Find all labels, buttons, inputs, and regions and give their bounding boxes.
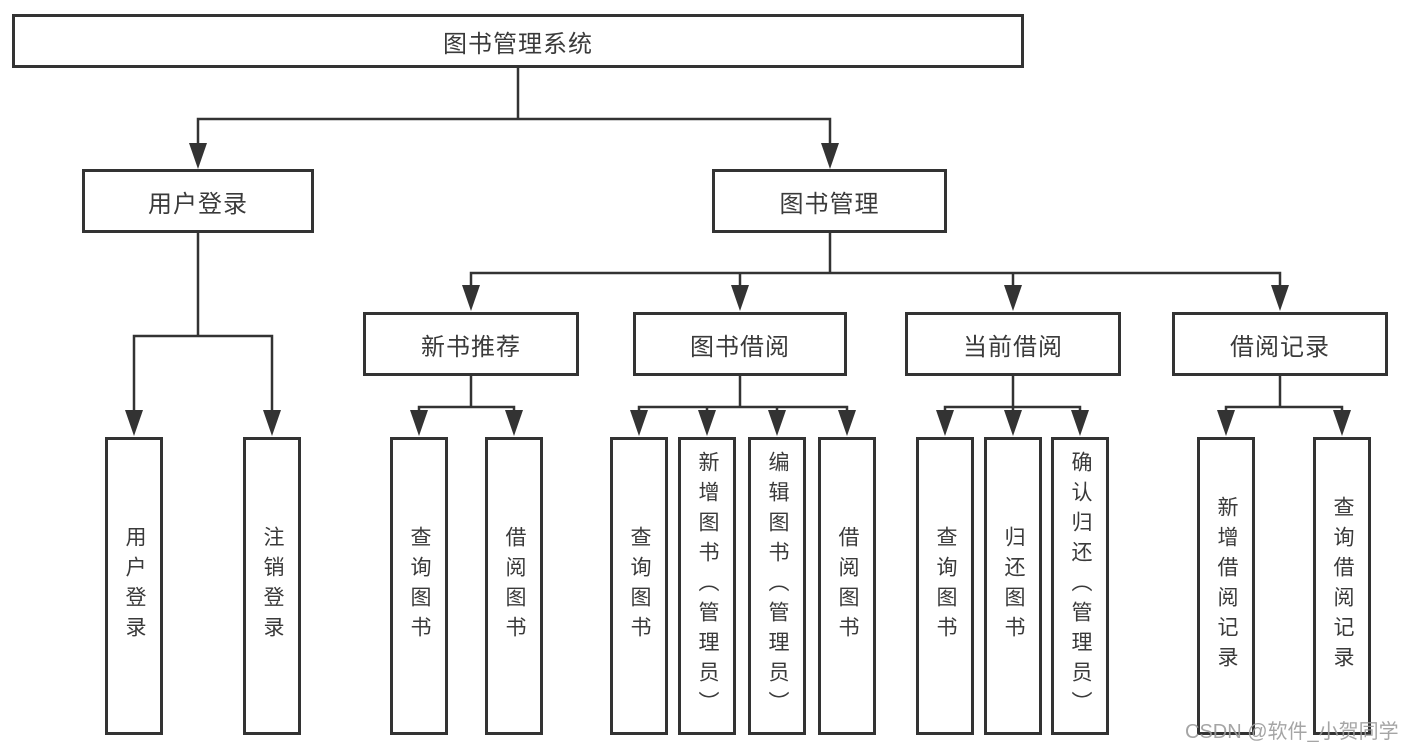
leaf-borrowing-add-books-admin: 新增图书（管理员）	[678, 437, 736, 735]
arrowhead-icon	[1217, 410, 1235, 436]
arrowhead-icon	[189, 143, 207, 169]
arrowhead-icon	[1271, 285, 1289, 311]
connector-edges	[132, 64, 1344, 418]
edge-current-to-leaves	[943, 372, 1082, 418]
edge-records-to-leaves	[1224, 372, 1344, 418]
arrowhead-icon	[462, 285, 480, 311]
arrowhead-icon	[768, 410, 786, 436]
arrowhead-icon	[936, 410, 954, 436]
arrowhead-icon	[731, 285, 749, 311]
leaf-newbook-borrow-books: 借阅图书	[485, 437, 543, 735]
leaf-current-return-books: 归还图书	[984, 437, 1042, 735]
edge-root-to-level2	[196, 64, 832, 152]
node-borrowing-records: 借阅记录	[1172, 312, 1388, 376]
node-new-book-recommend: 新书推荐	[363, 312, 579, 376]
node-book-management: 图书管理	[712, 169, 947, 233]
arrowhead-icon	[630, 410, 648, 436]
arrowhead-icon	[263, 410, 281, 436]
arrowhead-icon	[838, 410, 856, 436]
leaf-current-query-books: 查询图书	[916, 437, 974, 735]
leaf-current-confirm-return-admin: 确认归还（管理员）	[1051, 437, 1109, 735]
edge-login-to-leaves	[132, 229, 274, 418]
node-user-login: 用户登录	[82, 169, 314, 233]
node-book-borrowing: 图书借阅	[633, 312, 847, 376]
arrowhead-icon	[125, 410, 143, 436]
leaf-newbook-query-books: 查询图书	[390, 437, 448, 735]
leaf-borrowing-query-books: 查询图书	[610, 437, 668, 735]
node-current-borrowing: 当前借阅	[905, 312, 1121, 376]
leaf-user-login: 用户登录	[105, 437, 163, 735]
edge-newbook-to-leaves	[417, 372, 516, 418]
leaf-borrowing-borrow-books: 借阅图书	[818, 437, 876, 735]
arrowhead-icon	[1004, 285, 1022, 311]
arrowheads	[125, 143, 1351, 436]
arrowhead-icon	[821, 143, 839, 169]
arrowhead-icon	[698, 410, 716, 436]
node-root-system: 图书管理系统	[12, 14, 1024, 68]
csdn-watermark: CSDN @软件_小贺同学	[1185, 721, 1399, 743]
leaf-records-query-borrow-record: 查询借阅记录	[1313, 437, 1371, 735]
arrowhead-icon	[1004, 410, 1022, 436]
arrowhead-icon	[410, 410, 428, 436]
arrowhead-icon	[1071, 410, 1089, 436]
arrowhead-icon	[505, 410, 523, 436]
edge-borrow-to-leaves	[637, 372, 849, 418]
edge-mgmt-to-level3	[469, 229, 1282, 293]
leaf-logout: 注销登录	[243, 437, 301, 735]
arrowhead-icon	[1333, 410, 1351, 436]
leaf-records-add-borrow-record: 新增借阅记录	[1197, 437, 1255, 735]
leaf-borrowing-edit-books-admin: 编辑图书（管理员）	[748, 437, 806, 735]
